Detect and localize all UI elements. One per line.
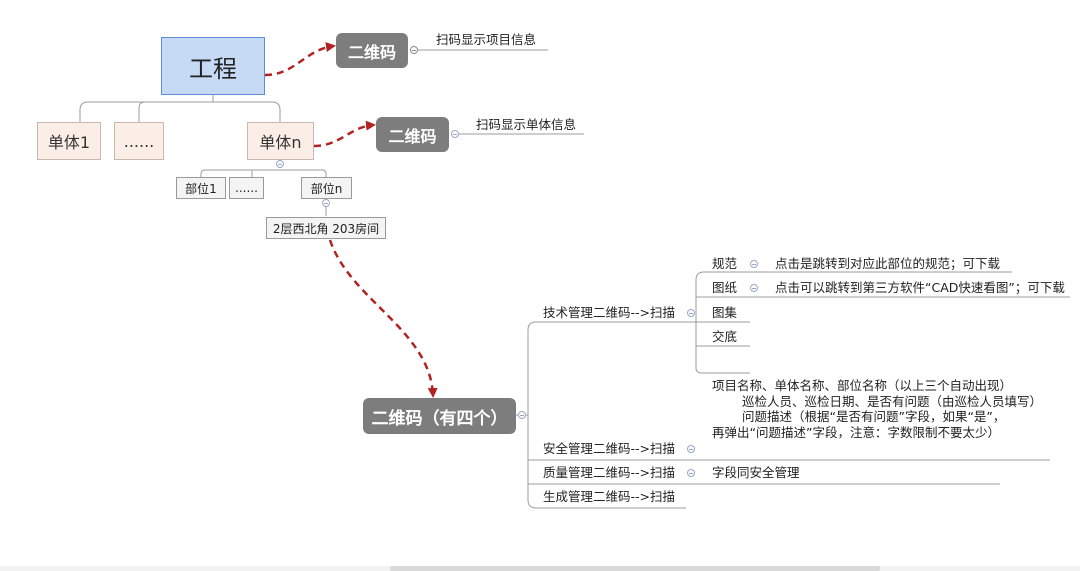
- unit-node-label: 单体n: [259, 133, 302, 152]
- part-node-1[interactable]: 部位1: [176, 177, 226, 199]
- root-to-units-lines: [79, 95, 281, 122]
- tech-child-drawing[interactable]: 图纸: [712, 280, 738, 295]
- collapse-icon[interactable]: [687, 309, 695, 317]
- arrow-root-to-qr: [264, 42, 336, 77]
- tech-child-spec-note: 点击是跳转到对应此部位的规范；可下载: [775, 256, 1001, 271]
- quality-note: 字段同安全管理: [712, 465, 800, 480]
- qr-main-label: 二维码（有四个）: [371, 408, 508, 429]
- unit-node-ellipsis[interactable]: ......: [114, 122, 164, 160]
- qr-main-node[interactable]: 二维码（有四个）: [363, 398, 516, 434]
- qr-note-lines: [413, 49, 584, 135]
- qr-project-note: 扫码显示项目信息: [436, 32, 537, 47]
- unit-node-label: ......: [123, 131, 155, 151]
- part-node-n[interactable]: 部位n: [301, 177, 352, 199]
- root-node-label: 工程: [189, 54, 237, 83]
- part-node-ellipsis[interactable]: ......: [229, 177, 264, 199]
- tech-child-briefing[interactable]: 交底: [712, 329, 738, 344]
- collapse-icon[interactable]: [518, 411, 526, 419]
- unit-node-n[interactable]: 单体n: [247, 122, 314, 160]
- unit-node-label: 单体1: [47, 133, 91, 152]
- safety-note-line-4: 再弹出“问题描述”字段，注意：字数限制不要太少）: [712, 425, 1000, 440]
- tech-child-atlas[interactable]: 图集: [712, 305, 738, 320]
- part-node-label: 部位n: [310, 181, 343, 196]
- tech-child-drawing-note: 点击可以跳转到第三方软件“CAD快速看图”；可下载: [775, 280, 1065, 295]
- safety-note-line-3: 问题描述（根据“是否有问题”字段，如果“是”，: [742, 409, 1006, 424]
- part-node-label: ......: [235, 181, 258, 195]
- collapse-icon[interactable]: [750, 260, 758, 268]
- safety-note-line-2: 巡检人员、巡检日期、是否有问题（由巡检人员填写）: [742, 394, 1043, 409]
- qr-project-node[interactable]: 二维码: [336, 33, 408, 68]
- arrow-unit-to-qr: [313, 120, 376, 148]
- qr-project-label: 二维码: [347, 42, 396, 62]
- collapse-icon[interactable]: [451, 130, 459, 138]
- unit-node-1[interactable]: 单体1: [37, 122, 101, 160]
- collapse-icon[interactable]: [687, 445, 695, 453]
- branch-quality-label[interactable]: 质量管理二维码-->扫描: [543, 465, 675, 480]
- collapse-icon[interactable]: [322, 199, 330, 207]
- tech-child-spec[interactable]: 规范: [712, 256, 738, 271]
- arrow-room-to-qrmain: [328, 239, 438, 398]
- root-node[interactable]: 工程: [161, 37, 265, 95]
- room-node[interactable]: 2层西北角 203房间: [266, 217, 386, 239]
- unit-to-parts-lines: [200, 160, 327, 177]
- collapse-icon[interactable]: [687, 469, 695, 477]
- qr-unit-node[interactable]: 二维码: [376, 117, 449, 152]
- main-branch-lines: [516, 271, 1070, 509]
- collapse-icon[interactable]: [276, 160, 284, 168]
- collapse-icon[interactable]: [410, 46, 418, 54]
- qr-unit-note: 扫码显示单体信息: [476, 117, 577, 132]
- branch-safety-label[interactable]: 安全管理二维码-->扫描: [543, 441, 675, 456]
- qr-unit-label: 二维码: [388, 126, 437, 146]
- branch-generate-label[interactable]: 生成管理二维码-->扫描: [543, 489, 675, 504]
- part-node-label: 部位1: [185, 181, 217, 196]
- safety-note-line-1: 项目名称、单体名称、部位名称（以上三个自动出现）: [712, 378, 1013, 393]
- horizontal-scroll-thumb[interactable]: [390, 566, 880, 571]
- branch-tech-label[interactable]: 技术管理二维码-->扫描: [543, 305, 675, 320]
- room-node-label: 2层西北角 203房间: [272, 221, 380, 236]
- collapse-icon[interactable]: [750, 284, 758, 292]
